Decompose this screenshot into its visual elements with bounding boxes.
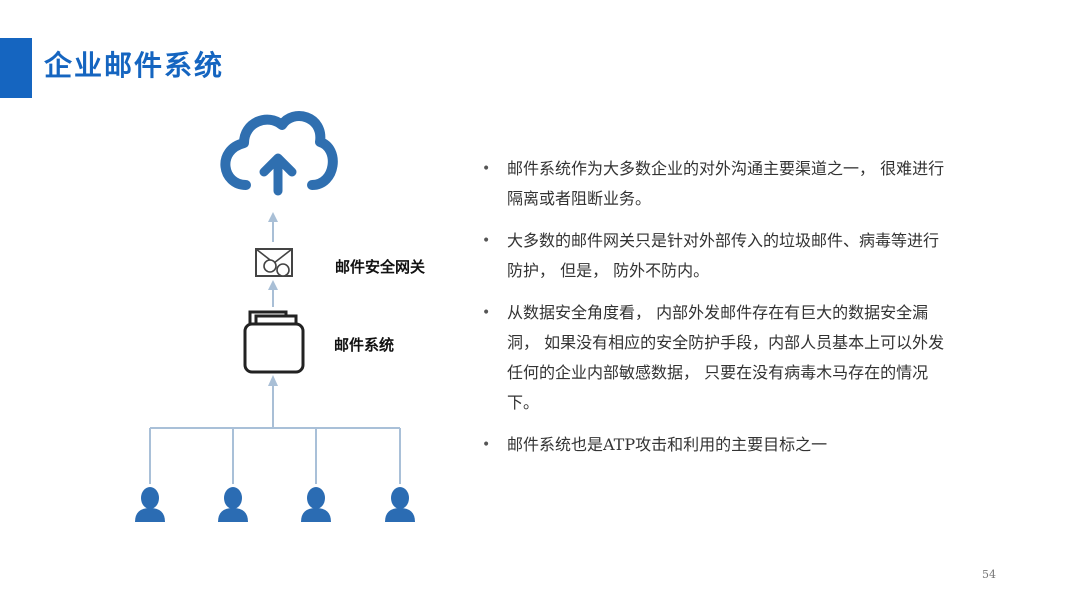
bullet-dot: • [482, 437, 491, 453]
bullet-item: •邮件系统作为大多数企业的对外沟通主要渠道之一， 很难进行隔离或者阻断业务。 [482, 154, 952, 214]
page-number: 54 [982, 568, 996, 581]
user-group [135, 487, 415, 522]
title-accent-bar [0, 38, 32, 98]
bullet-dot: • [482, 233, 491, 249]
arrow-users-to-mailsystem [268, 375, 278, 427]
bullet-item: •邮件系统也是ATP攻击和利用的主要目标之一 [482, 430, 952, 460]
user-tree-connector [149, 427, 401, 484]
bullet-item: •大多数的邮件网关只是针对外部传入的垃圾邮件、病毒等进行防护， 但是， 防外不防… [482, 226, 952, 286]
gateway-label: 邮件安全网关 [335, 258, 426, 276]
bullet-list: •邮件系统作为大多数企业的对外沟通主要渠道之一， 很难进行隔离或者阻断业务。 •… [482, 154, 952, 472]
mail-system-label: 邮件系统 [334, 336, 395, 354]
page-title: 企业邮件系统 [44, 49, 225, 82]
user-icon [135, 487, 165, 522]
user-icon [218, 487, 248, 522]
arrow-mailsystem-to-gateway [268, 280, 278, 307]
bullet-dot: • [482, 305, 491, 321]
mail-gateway-icon [255, 248, 293, 277]
arrow-gateway-to-cloud [268, 212, 278, 242]
cloud-upload-icon [220, 111, 338, 196]
folder-icon [243, 310, 305, 374]
user-icon [385, 487, 415, 522]
user-icon [301, 487, 331, 522]
bullet-dot: • [482, 161, 491, 177]
bullet-item: •从数据安全角度看， 内部外发邮件存在有巨大的数据安全漏洞， 如果没有相应的安全… [482, 298, 952, 418]
